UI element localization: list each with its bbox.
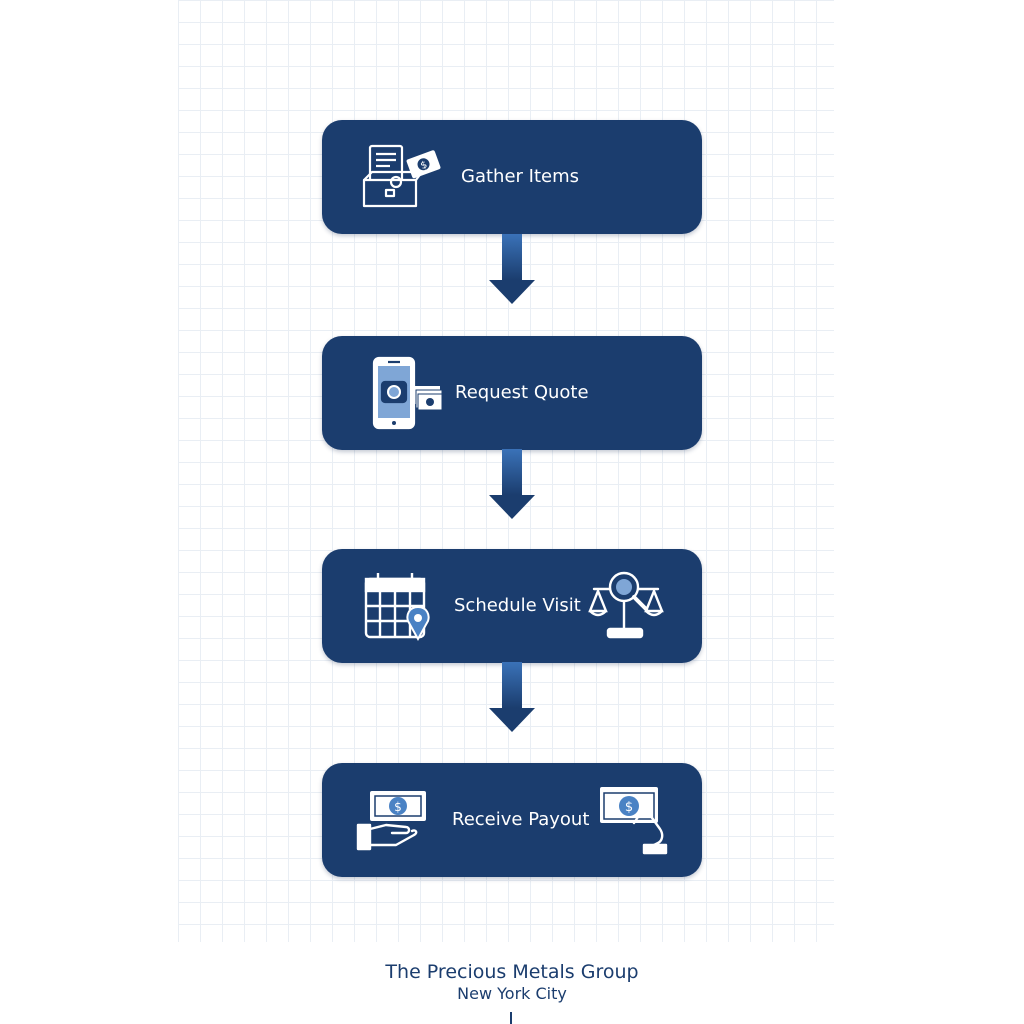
cash-coin-icon: $ [406,150,441,179]
flow-arrow [489,662,535,732]
step-request-quote[interactable]: Request Quote [322,336,702,450]
phone-camera-icon [372,356,443,430]
step-label: Request Quote [455,382,589,403]
flow-arrow [489,234,535,304]
calendar-pin-icon [364,573,430,642]
svg-text:$: $ [394,800,402,814]
step-label: Receive Payout [452,809,590,830]
step-schedule-visit[interactable]: Schedule Visit [322,549,702,663]
cash-stack-icon [414,386,443,411]
company-name: The Precious Metals Group [385,961,639,983]
svg-text:$: $ [625,800,633,815]
hand-cash-icon: $ [356,791,426,851]
document-box-icon: $ [362,144,441,208]
flow-arrow [489,449,535,519]
step-gather-items[interactable]: $ Gather Items [322,120,702,234]
svg-text:$: $ [419,159,429,172]
company-location: New York City [457,984,567,1003]
step-receive-payout[interactable]: $ Receive Payout $ [322,763,702,877]
step-label: Schedule Visit [454,595,581,616]
hand-receive-cash-icon: $ [600,787,668,855]
step-label: Gather Items [461,166,579,187]
scale-magnifier-icon [588,571,664,639]
footer-divider [510,1012,512,1024]
